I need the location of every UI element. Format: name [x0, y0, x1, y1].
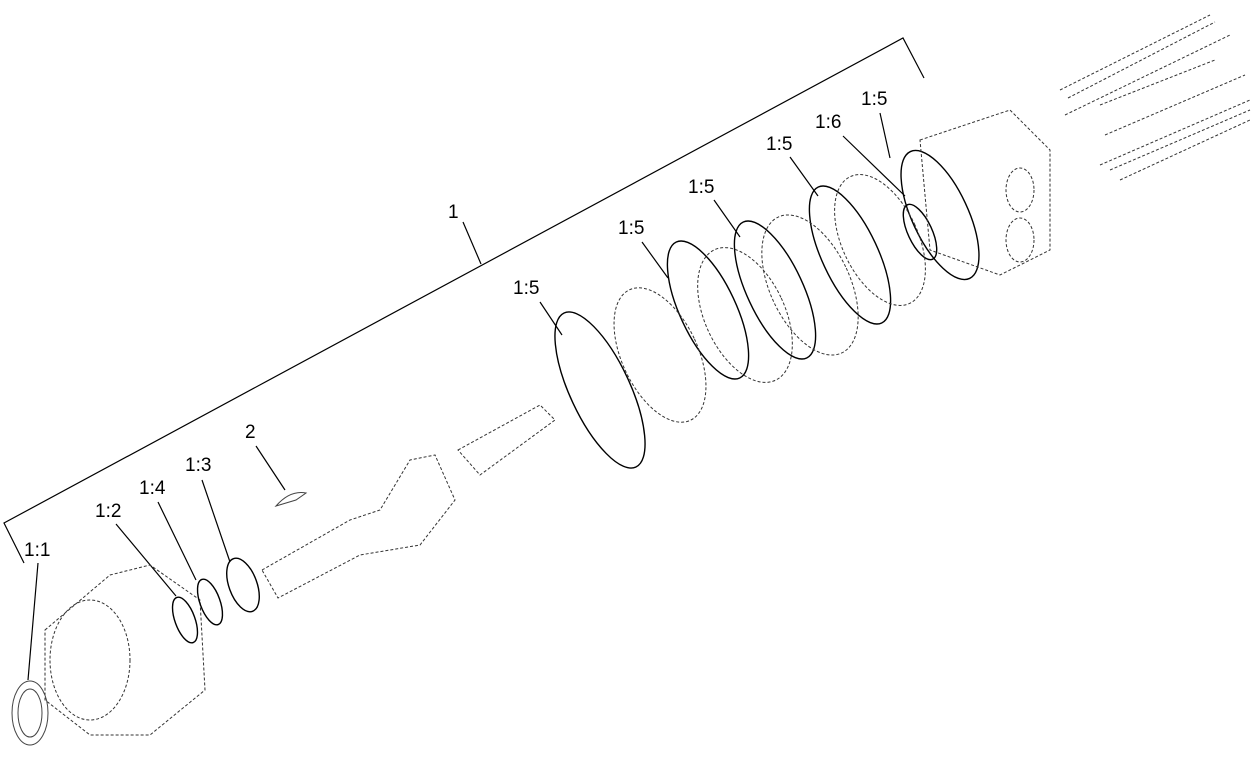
assembly-bracket	[3, 37, 925, 564]
callout-1-5-b: 1:5	[618, 218, 645, 239]
callout-1-2: 1:2	[95, 501, 122, 522]
callout-1-5-d: 1:5	[766, 134, 793, 155]
callout-1-5-c: 1:5	[688, 177, 715, 198]
callout-1-4: 1:4	[139, 478, 166, 499]
bolts	[1059, 14, 1251, 181]
callout-2: 2	[245, 422, 256, 443]
callout-1-1: 1:1	[24, 540, 51, 561]
callout-1: 1	[448, 202, 459, 223]
housing-part	[11, 564, 206, 746]
callout-1-3: 1:3	[185, 455, 212, 476]
shaft-part	[261, 404, 556, 599]
callout-1-5-a: 1:5	[513, 278, 540, 299]
callout-1-5-e: 1:5	[861, 89, 888, 110]
callout-1-6: 1:6	[815, 112, 842, 133]
